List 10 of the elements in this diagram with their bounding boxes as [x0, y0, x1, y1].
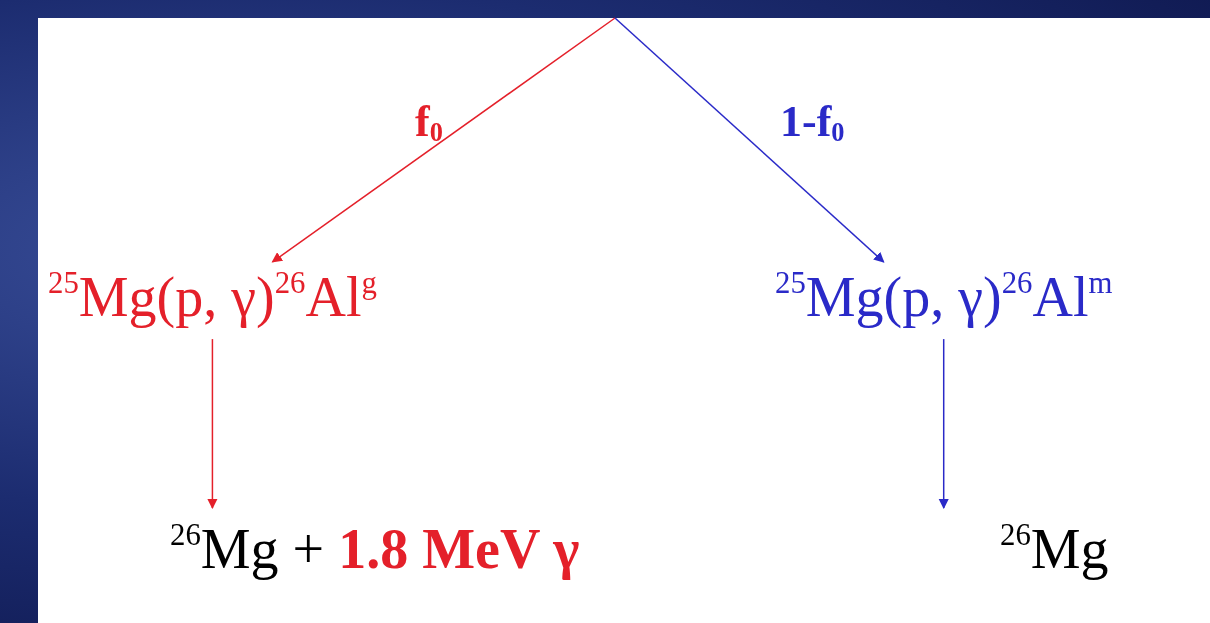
arrow: [271, 17, 616, 263]
edge-label: f$_{0}$: [415, 100, 443, 146]
product-text: $^{26}$Mg: [1000, 520, 1109, 578]
reaction-text: $^{25}$Mg(p, γ)$^{26}$Al$^{m}$: [775, 268, 1113, 326]
edge-label: 1-f$_{0}$: [780, 100, 845, 146]
arrow: [207, 338, 218, 510]
arrow: [938, 338, 949, 510]
reaction-text: $^{25}$Mg(p, γ)$^{26}$Al$^{g}$: [48, 268, 377, 326]
product-text: $^{26}$Mg + 1.8 MeV γ: [170, 520, 580, 578]
arrow: [614, 17, 885, 263]
